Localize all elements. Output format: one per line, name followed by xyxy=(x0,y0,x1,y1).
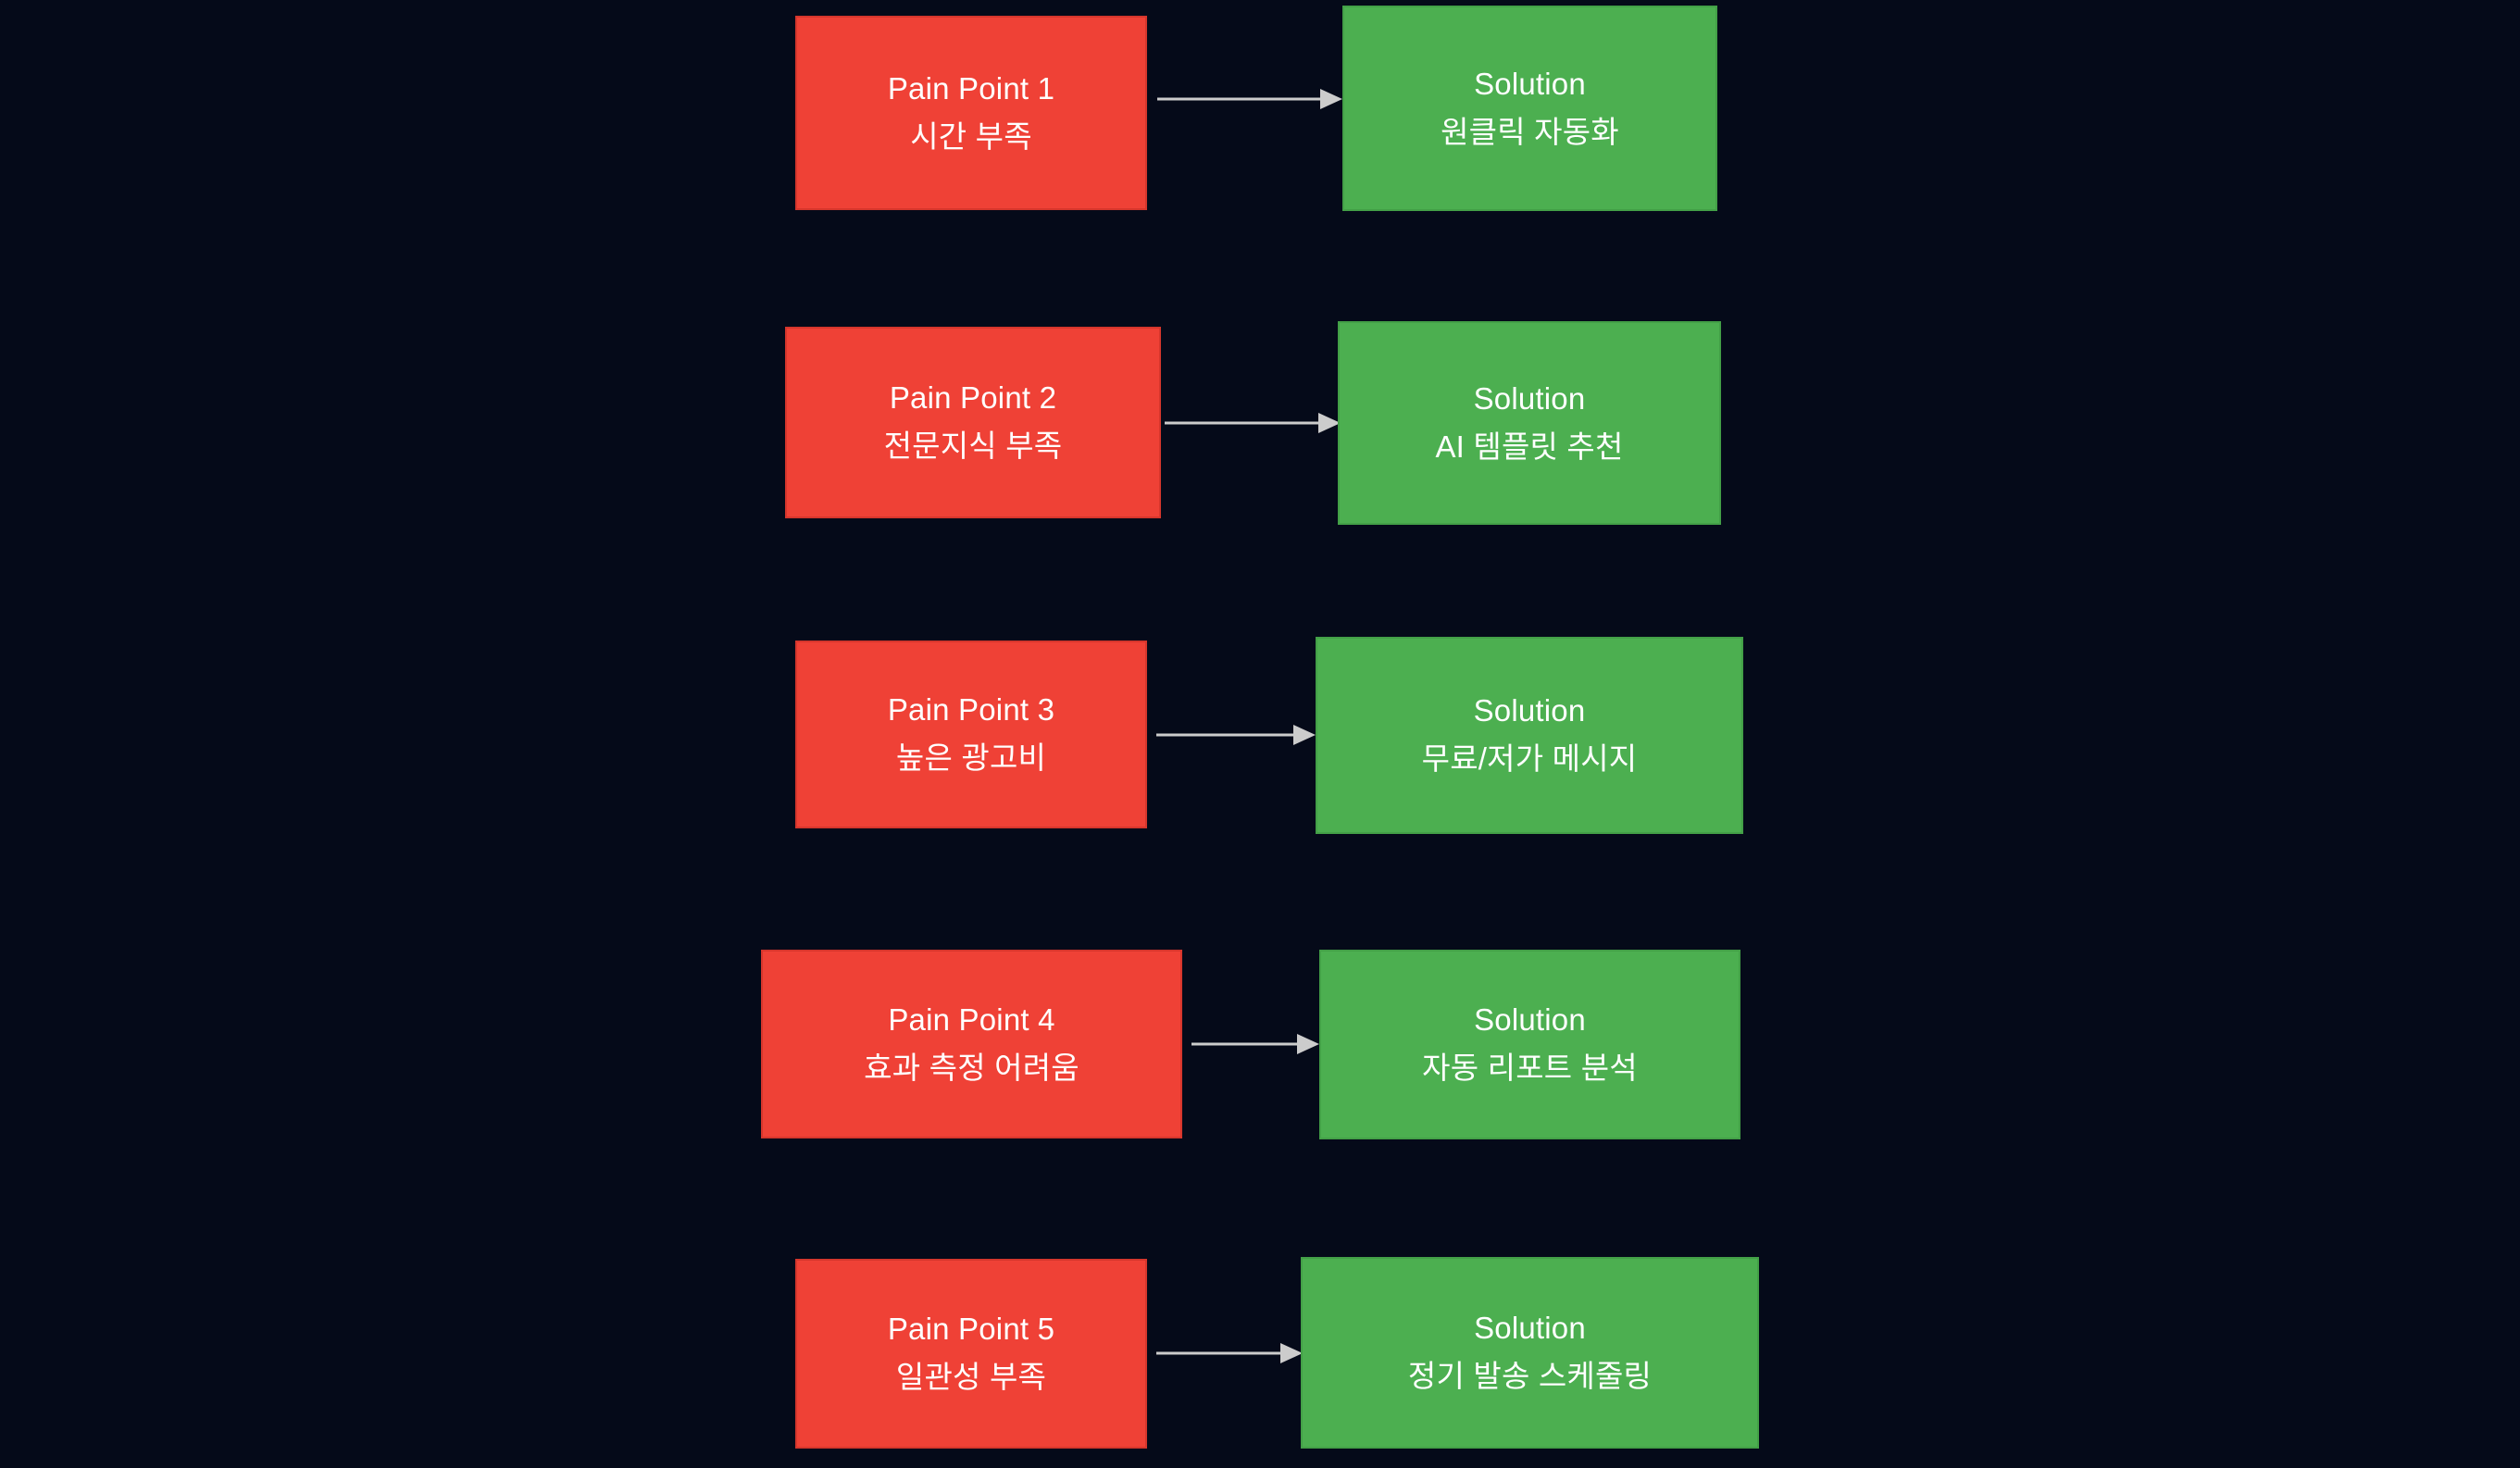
solution-title-1: Solution xyxy=(1474,66,1586,101)
pain-point-detail-4: 효과 측정 어려움 xyxy=(864,1050,1079,1085)
solution-detail-3: 무료/저가 메시지 xyxy=(1421,741,1638,776)
solution-title-2: Solution xyxy=(1473,380,1586,416)
pain-point-title-1: Pain Point 1 xyxy=(887,70,1055,106)
solution-detail-5: 정기 발송 스케줄링 xyxy=(1407,1359,1653,1393)
arrow-icon xyxy=(1157,89,1342,109)
pain-point-title-3: Pain Point 3 xyxy=(887,692,1055,728)
solution-node-3[interactable]: Solution 무료/저가 메시지 xyxy=(1316,637,1743,834)
pain-point-node-2[interactable]: Pain Point 2 전문지식 부족 xyxy=(785,327,1161,518)
pain-point-title-4: Pain Point 4 xyxy=(888,1001,1055,1037)
pain-point-node-4[interactable]: Pain Point 4 효과 측정 어려움 xyxy=(761,950,1182,1138)
arrow-icon xyxy=(1165,413,1341,433)
pain-point-detail-1: 시간 부족 xyxy=(910,118,1032,154)
arrow-icon xyxy=(1156,725,1316,745)
solution-node-5[interactable]: Solution 정기 발송 스케줄링 xyxy=(1301,1257,1759,1449)
arrow-connector-1 xyxy=(1157,85,1342,113)
pain-point-title-2: Pain Point 2 xyxy=(889,380,1057,416)
solution-title-5: Solution xyxy=(1474,1311,1586,1346)
pain-point-detail-3: 높은 광고비 xyxy=(895,740,1047,775)
arrow-connector-4 xyxy=(1191,1030,1319,1058)
solution-node-1[interactable]: Solution 원클릭 자동화 xyxy=(1342,6,1717,211)
pain-point-node-5[interactable]: Pain Point 5 일관성 부족 xyxy=(795,1259,1147,1449)
arrow-connector-3 xyxy=(1156,721,1316,749)
solution-title-4: Solution xyxy=(1474,1002,1586,1038)
arrow-icon xyxy=(1156,1343,1303,1363)
pain-point-title-5: Pain Point 5 xyxy=(887,1312,1055,1347)
pain-point-detail-2: 전문지식 부족 xyxy=(883,429,1063,463)
solution-node-4[interactable]: Solution 자동 리포트 분석 xyxy=(1319,950,1740,1139)
solution-detail-1: 원클릭 자동화 xyxy=(1441,114,1619,149)
solution-node-2[interactable]: Solution AI 템플릿 추천 xyxy=(1338,321,1721,525)
pain-point-node-1[interactable]: Pain Point 1 시간 부족 xyxy=(795,16,1147,210)
pain-point-node-3[interactable]: Pain Point 3 높은 광고비 xyxy=(795,641,1147,828)
solution-detail-2: AI 템플릿 추천 xyxy=(1435,429,1624,464)
arrow-connector-5 xyxy=(1156,1339,1303,1367)
arrow-connector-2 xyxy=(1165,409,1341,437)
arrow-icon xyxy=(1191,1034,1319,1054)
solution-title-3: Solution xyxy=(1473,693,1586,728)
solution-detail-4: 자동 리포트 분석 xyxy=(1422,1051,1638,1085)
pain-point-detail-5: 일관성 부족 xyxy=(895,1360,1047,1394)
